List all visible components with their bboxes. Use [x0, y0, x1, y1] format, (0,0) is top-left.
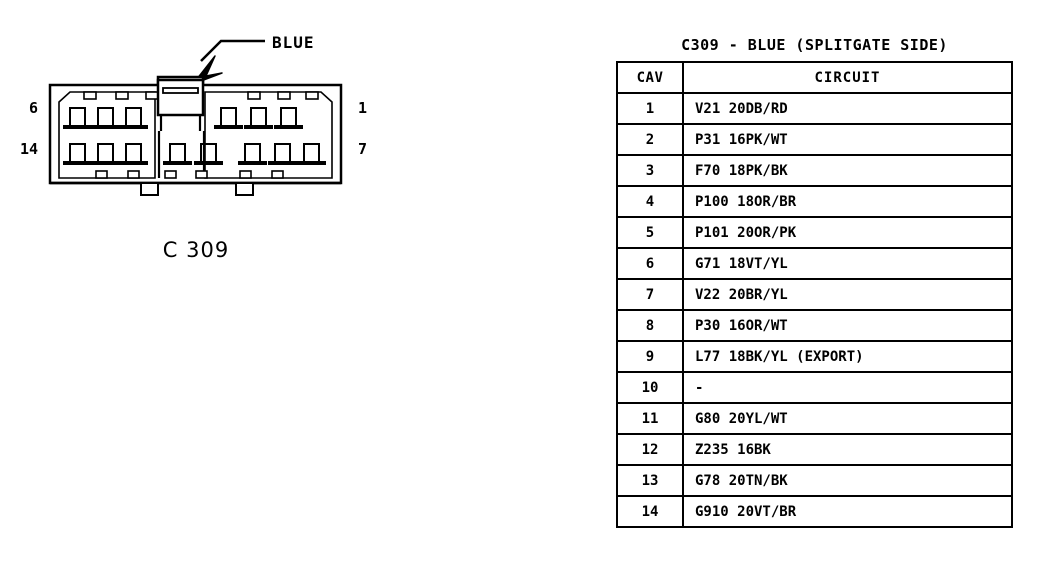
- column-header-circuit: CIRCUIT: [682, 61, 1013, 94]
- cell-circuit: V21 20DB/RD: [682, 92, 1013, 125]
- cavity-bottom-1: [63, 143, 92, 165]
- table-header-row: CAV CIRCUIT: [616, 61, 1013, 94]
- cell-circuit: Z235 16BK: [682, 433, 1013, 466]
- cell-circuit: P101 20OR/PK: [682, 216, 1013, 249]
- connector-name-label: C 309: [163, 238, 229, 262]
- pin-label-bottom-left: 14: [20, 140, 38, 158]
- cavity-bottom-6: [238, 143, 267, 165]
- connector-diagram: BLUE: [20, 33, 367, 262]
- cell-circuit: F70 18PK/BK: [682, 154, 1013, 187]
- cell-cav: 5: [616, 216, 684, 249]
- cell-cav: 4: [616, 185, 684, 218]
- top-rail-notches-right: [247, 91, 319, 100]
- cavity-top-1: [63, 107, 92, 129]
- pinout-panel: C309 - BLUE (SPLITGATE SIDE) CAV CIRCUIT…: [616, 36, 1013, 528]
- cell-circuit: G78 20TN/BK: [682, 464, 1013, 497]
- callout-label: BLUE: [272, 33, 315, 52]
- latch-slot: [162, 87, 199, 94]
- cell-circuit: P100 18OR/BR: [682, 185, 1013, 218]
- cavity-bottom-2: [91, 143, 120, 165]
- cell-cav: 8: [616, 309, 684, 342]
- cell-cav: 14: [616, 495, 684, 528]
- cavity-top-3: [119, 107, 148, 129]
- cell-circuit: G80 20YL/WT: [682, 402, 1013, 435]
- cavity-top-2: [91, 107, 120, 129]
- cell-cav: 10: [616, 371, 684, 404]
- latch-tower-body: [156, 78, 205, 117]
- cell-circuit: G71 18VT/YL: [682, 247, 1013, 280]
- cell-cav: 2: [616, 123, 684, 156]
- cavity-bottom-8: [297, 143, 326, 165]
- connector-outer-shell: [48, 83, 343, 185]
- cell-cav: 12: [616, 433, 684, 466]
- connector-svg: BLUE: [20, 33, 367, 262]
- cavity-row-top: [63, 107, 303, 129]
- pinout-table-head: CAV CIRCUIT: [616, 61, 1013, 94]
- cavity-bottom-4: [163, 143, 192, 165]
- pin-label-top-right: 1: [358, 99, 367, 117]
- cavity-top-4: [214, 107, 243, 129]
- callout-leader-line: [200, 39, 265, 62]
- mounting-tabs: [140, 182, 254, 196]
- cavity-bottom-3: [119, 143, 148, 165]
- cavity-row-bottom: [63, 143, 326, 165]
- cell-cav: 7: [616, 278, 684, 311]
- cell-cav: 11: [616, 402, 684, 435]
- cavity-top-6: [274, 107, 303, 129]
- cell-circuit: P31 16PK/WT: [682, 123, 1013, 156]
- cavity-top-5: [244, 107, 273, 129]
- pinout-title: C309 - BLUE (SPLITGATE SIDE): [681, 36, 948, 54]
- cell-cav: 6: [616, 247, 684, 280]
- mounting-tab-right: [235, 182, 254, 196]
- cell-cav: 13: [616, 464, 684, 497]
- inner-rail-right: [204, 91, 333, 179]
- pin-label-top-left: 6: [29, 99, 38, 117]
- column-header-cav: CAV: [616, 61, 684, 94]
- cell-cav: 3: [616, 154, 684, 187]
- mounting-tab-left: [140, 182, 159, 196]
- cell-circuit: P30 16OR/WT: [682, 309, 1013, 342]
- cell-circuit: G910 20VT/BR: [682, 495, 1013, 528]
- top-rail-notches-left: [83, 91, 159, 100]
- cell-circuit: L77 18BK/YL (EXPORT): [682, 340, 1013, 373]
- cell-circuit: -: [682, 371, 1013, 404]
- cell-cav: 9: [616, 340, 684, 373]
- table-row: 10-: [616, 371, 1013, 404]
- cell-circuit: V22 20BR/YL: [682, 278, 1013, 311]
- blue-callout: BLUE: [192, 33, 315, 85]
- bottom-rail-notches: [95, 170, 284, 179]
- cavity-bottom-5: [194, 143, 223, 165]
- connector-body: [48, 75, 343, 196]
- cell-cav: 1: [616, 92, 684, 125]
- cavity-bottom-7: [268, 143, 297, 165]
- pin-label-bottom-right: 7: [358, 140, 367, 158]
- center-latch: [156, 75, 205, 131]
